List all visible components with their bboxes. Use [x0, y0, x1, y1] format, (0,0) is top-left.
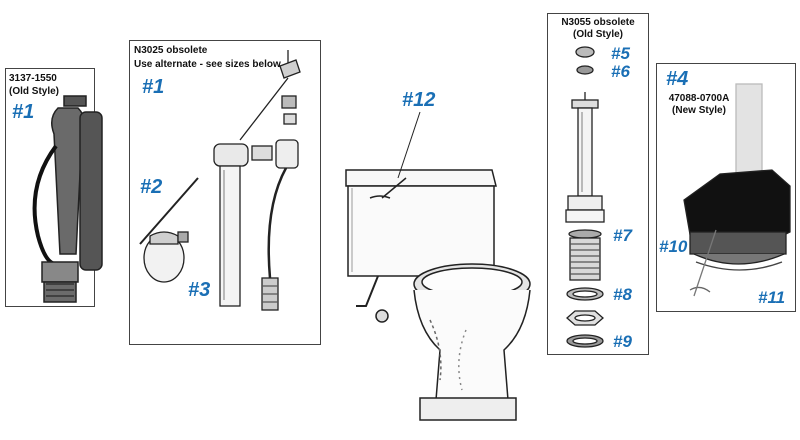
callout-8[interactable]: #8 [613, 285, 632, 304]
old-fill-valve-drawing [32, 95, 103, 303]
flush-valve-panel [547, 13, 649, 355]
flush-valve-drawing [565, 46, 605, 348]
old-fill-valve-style: (Old Style) [9, 86, 60, 97]
callout-1-old[interactable]: #1 [12, 101, 35, 123]
flapper-drawing [683, 83, 791, 297]
callout-7[interactable]: #7 [613, 226, 632, 245]
callout-10[interactable]: #10 [659, 237, 688, 256]
toilet-drawing [345, 169, 531, 421]
flush-valve-style: (Old Style) [572, 29, 623, 40]
flapper-part-number: 47088-0700A [668, 93, 730, 104]
fill-valve-kit-note: Use alternate - see sizes below [134, 59, 281, 70]
callout-1-kit[interactable]: #1 [142, 76, 165, 98]
callout-2[interactable]: #2 [140, 176, 163, 198]
callout-9[interactable]: #9 [613, 332, 632, 351]
callout-11[interactable]: #11 [758, 288, 786, 307]
flapper-style: (New Style) [672, 105, 726, 116]
callout-12[interactable]: #12 [402, 89, 436, 111]
flush-valve-status: N3055 obsolete [561, 17, 635, 28]
callout-5[interactable]: #5 [611, 44, 630, 63]
fill-valve-kit-status: N3025 obsolete [134, 45, 208, 56]
old-fill-valve-part-number: 3137-1550 [9, 73, 57, 84]
callout-6[interactable]: #6 [611, 62, 630, 81]
fill-valve-kit-drawing [139, 50, 301, 311]
callout-3[interactable]: #3 [188, 279, 211, 301]
callout-4[interactable]: #4 [666, 68, 689, 90]
